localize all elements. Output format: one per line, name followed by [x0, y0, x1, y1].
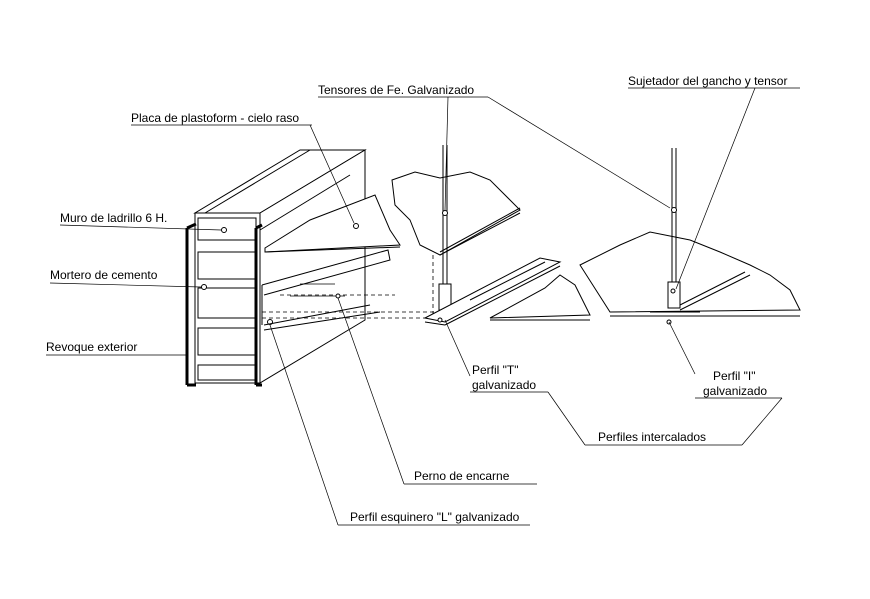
label-tensores: Tensores de Fe. Galvanizado: [318, 83, 474, 97]
middle-slab: [391, 145, 591, 326]
label-perfil-i-2: galvanizado: [703, 384, 767, 398]
label-perno: Perno de encarne: [414, 469, 510, 483]
label-perfil-i-1: Perfil "I": [713, 369, 756, 383]
label-placa: Placa de plastoform - cielo raso: [131, 111, 299, 125]
label-revoque: Revoque exterior: [46, 340, 137, 354]
label-perfiles-intercalados: Perfiles intercalados: [598, 430, 706, 444]
brick-wall: [185, 149, 367, 387]
label-perfil-l: Perfil esquinero "L" galvanizado: [350, 510, 520, 524]
label-perfil-t-1: Perfil "T": [472, 363, 519, 377]
leader-lines: [46, 87, 800, 526]
label-mortero: Mortero de cemento: [50, 268, 158, 282]
plastoform-panel: [261, 194, 440, 331]
label-sujetador: Sujetador del gancho y tensor: [628, 74, 787, 88]
label-perfil-t-2: galvanizado: [472, 378, 536, 392]
label-muro: Muro de ladrillo 6 H.: [60, 211, 167, 225]
right-slab: [579, 148, 801, 325]
